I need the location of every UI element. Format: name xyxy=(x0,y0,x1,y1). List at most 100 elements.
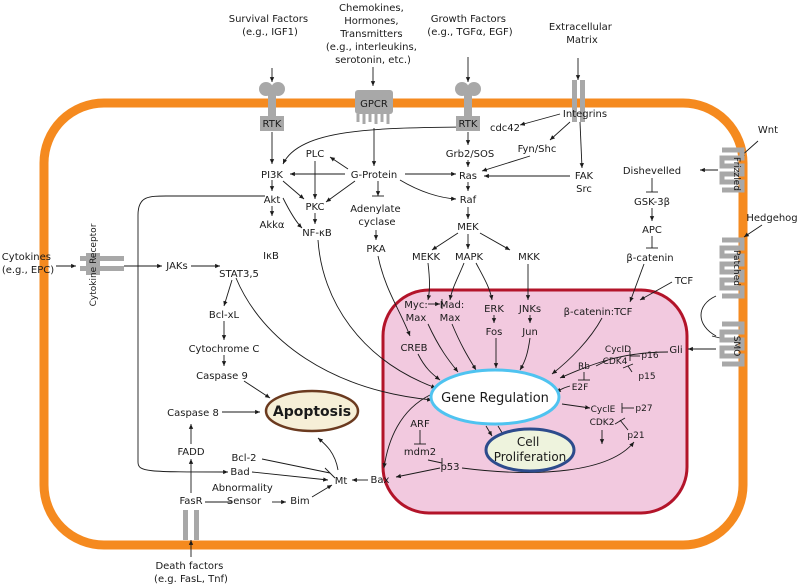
node-plc: PLC xyxy=(306,149,325,160)
node-caspase9: Caspase 9 xyxy=(196,371,248,382)
node-stat: STAT3,5 xyxy=(219,269,259,280)
node-mkk: MKK xyxy=(518,252,540,263)
node-cdc42: cdc42 xyxy=(490,123,520,134)
death-factors: Death factors (e.g. FasL, Tnf) xyxy=(154,561,228,585)
pathway-arrows xyxy=(56,57,763,557)
gene-regulation-ring xyxy=(429,368,561,426)
rtk2-label: RTK xyxy=(459,119,478,130)
apoptosis-label: Apoptosis xyxy=(273,404,351,420)
node-jun: Jun xyxy=(521,327,538,338)
node-cycld: CycID xyxy=(605,345,631,355)
receptors xyxy=(80,80,745,540)
node-grb2: Grb2/SOS xyxy=(446,149,495,160)
hedgehog: Hedgehog xyxy=(746,213,797,224)
node-akt: Akt xyxy=(264,195,281,206)
apoptosis-ellipse xyxy=(264,389,360,433)
node-cdk4: CDK4 xyxy=(603,357,628,367)
node-abnormality-sensor: Abnormality Sensor xyxy=(212,483,276,507)
node-fos: Fos xyxy=(486,327,503,338)
node-arf: ARF xyxy=(410,419,430,430)
integrin-bar-right xyxy=(580,80,585,122)
node-bcl2: Bcl-2 xyxy=(231,453,256,464)
fasr-label: FasR xyxy=(179,496,202,507)
survival-factors: Survival Factors (e.g., IGF1) xyxy=(229,14,312,38)
patched-label: Patched xyxy=(731,250,741,286)
node-fynshc: Fyn/Shc xyxy=(518,144,557,155)
cell-proliferation-ellipse xyxy=(484,427,576,473)
node-bcatenin-tcf: β-catenin:TCF xyxy=(564,307,633,318)
wnt: Wnt xyxy=(758,125,778,136)
fasr-bar-left xyxy=(183,510,188,540)
node-adenylate-cyclase: Adenylate cyclase xyxy=(350,204,404,228)
node-src: Src xyxy=(576,184,592,195)
node-p21: p21 xyxy=(627,431,644,441)
node-apc: APC xyxy=(642,225,662,236)
node-raf: Raf xyxy=(460,195,477,206)
node-tcf: TCF xyxy=(674,276,694,287)
node-cytochrome-c: Cytochrome C xyxy=(189,344,260,355)
cytokine-receptor-block xyxy=(86,253,100,275)
frizzled-label: Frizzled xyxy=(731,157,741,191)
node-erk: ERK xyxy=(484,304,504,315)
rtk2-receptor-box xyxy=(456,116,480,131)
node-dishevelled: Dishevelled xyxy=(623,166,681,177)
node-mt: Mt xyxy=(335,476,348,487)
node-p27: p27 xyxy=(635,404,652,414)
node-gprotein: G-Protein xyxy=(351,170,397,181)
frizzled-receptor-coil xyxy=(719,147,745,193)
node-nfkb: NF-κB xyxy=(302,228,332,239)
gpcr-receptor-body xyxy=(355,90,393,114)
rtk1-receptor-box xyxy=(260,116,284,131)
gpcr-label: GPCR xyxy=(360,99,388,110)
node-bim: Bim xyxy=(290,496,309,507)
node-cycle: CyclE xyxy=(591,405,616,415)
cytokines: Cytokines (e.g., EPC) xyxy=(2,252,54,276)
node-fadd: FADD xyxy=(177,447,204,458)
node-mad: Mad: xyxy=(440,300,464,311)
cytokine-receptor-bar-top xyxy=(80,256,124,261)
node-bad: Bad xyxy=(230,467,249,478)
growth-factors: Growth Factors (e.g., TGFα, EGF) xyxy=(427,14,512,38)
node-pi3k: PI3K xyxy=(261,170,283,181)
integrins-label: Integrins xyxy=(563,109,607,120)
node-pkc: PKC xyxy=(305,202,324,213)
node-mekk: MEKK xyxy=(412,252,441,263)
patched-receptor-coil xyxy=(719,237,745,299)
node-gsk: GSK-3β xyxy=(634,197,670,208)
node-ikb: IκB xyxy=(263,251,279,262)
node-mapk: MAPK xyxy=(455,252,483,263)
cytokine-receptor-bar-bottom xyxy=(80,266,124,271)
node-caspase8: Caspase 8 xyxy=(167,408,219,419)
node-max2: Max xyxy=(440,313,461,324)
node-mdm2: mdm2 xyxy=(404,447,436,458)
fasr-bar-right xyxy=(194,510,199,540)
gene-regulation-label: Gene Regulation xyxy=(441,391,549,406)
node-bcatenin: β-catenin xyxy=(626,253,673,264)
rtk1-label: RTK xyxy=(263,119,282,130)
node-mek: MEK xyxy=(457,222,479,233)
node-jnks: JNKs xyxy=(518,304,541,315)
node-bclxl: Bcl-xL xyxy=(209,310,240,321)
integrin-bar-left xyxy=(572,80,577,122)
smo-label: SMO xyxy=(731,336,741,357)
node-rb: Rb xyxy=(578,362,590,372)
node-akka: Akkα xyxy=(259,220,284,231)
cytokine-receptor-label: Cytokine Receptor xyxy=(89,223,99,306)
node-gli: Gli xyxy=(669,345,682,356)
node-fak: FAK xyxy=(575,171,594,182)
node-max1: Max xyxy=(406,313,427,324)
rtk1-receptor-stem xyxy=(268,92,276,116)
node-cdk2: CDK2 xyxy=(590,418,615,428)
rtk2-receptor-stem xyxy=(464,92,472,116)
extracellular-matrix: Extracellular Matrix xyxy=(549,22,615,46)
node-p53: p53 xyxy=(440,462,459,473)
node-myc: Myc: xyxy=(404,300,427,311)
node-p16: p16 xyxy=(641,351,658,361)
node-pka: PKA xyxy=(366,244,385,255)
node-bax: Bax xyxy=(371,475,390,486)
node-ras: Ras xyxy=(459,171,477,182)
node-e2f: E2F xyxy=(572,383,589,393)
chemokines: Chemokines, Hormones, Transmitters (e.g.… xyxy=(326,3,420,66)
node-p15: p15 xyxy=(638,372,655,382)
